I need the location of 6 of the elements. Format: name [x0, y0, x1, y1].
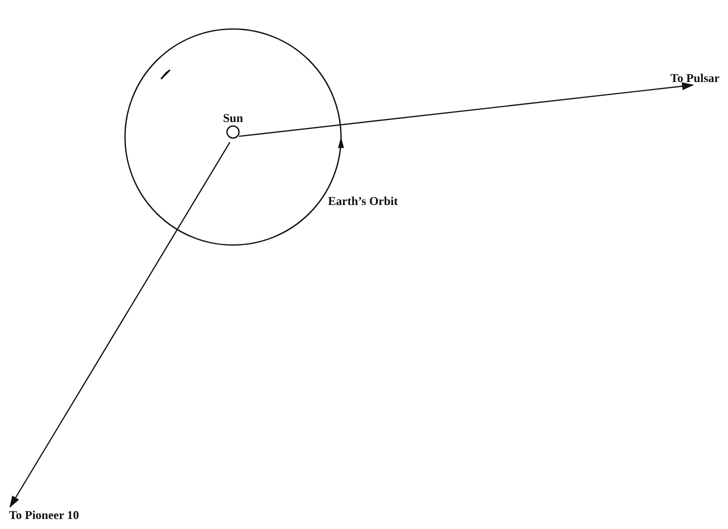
arrow — [9, 142, 230, 508]
arrow — [238, 82, 694, 137]
sun-label: Sun — [222, 111, 244, 125]
orbit-label: Earth’s Orbit — [328, 194, 398, 208]
target-label: To Pulsar — [670, 71, 720, 85]
target-label: To Pioneer 10 — [8, 508, 79, 522]
